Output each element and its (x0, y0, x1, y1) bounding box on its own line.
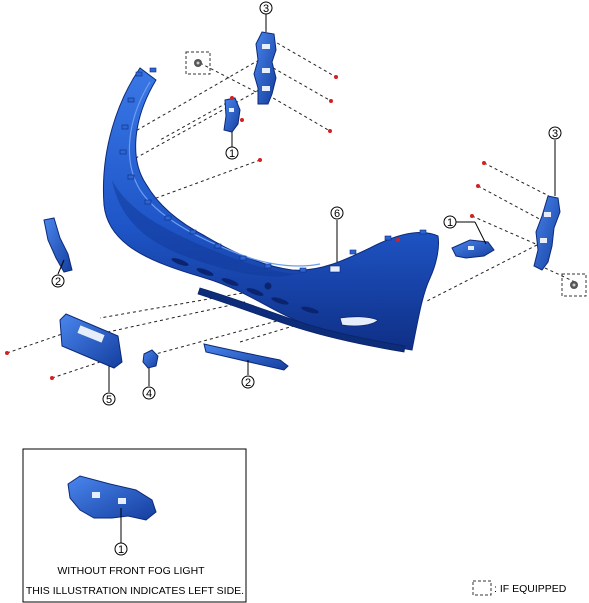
svg-text:2: 2 (245, 377, 251, 389)
callout-3-right: 3 (548, 126, 562, 196)
inset-caption-line1: WITHOUT FRONT FOG LIGHT (57, 565, 205, 577)
callout-5: 5 (102, 366, 116, 406)
callout-2-bottom: 2 (241, 360, 255, 389)
upper-bracket-center (253, 31, 277, 105)
svg-text:3: 3 (263, 3, 269, 15)
svg-text:4: 4 (146, 388, 152, 400)
svg-text:3: 3 (552, 128, 558, 140)
callout-1-top: 1 (225, 132, 239, 160)
front-bumper-fascia (102, 67, 439, 353)
svg-text:6: 6 (334, 208, 340, 220)
fascia-mounting-tabs (119, 67, 427, 273)
svg-text:1: 1 (447, 217, 453, 229)
callout-3-top: 3 (259, 1, 273, 32)
clip-part-4 (142, 349, 159, 369)
inset-caption-line2: THIS ILLUSTRATION INDICATES LEFT SIDE. (26, 585, 244, 597)
svg-text:1: 1 (118, 544, 124, 556)
fascia-grille-slots (171, 258, 319, 314)
svg-text:2: 2 (55, 276, 61, 288)
callout-1-right: 1 (443, 215, 487, 245)
legend-if-equipped: : IF EQUIPPED (472, 580, 567, 596)
callout-1-inset: 1 (114, 508, 128, 556)
inset-panel: 1 WITHOUT FRONT FOG LIGHT THIS ILLUSTRAT… (22, 448, 247, 603)
svg-text:5: 5 (106, 394, 112, 406)
svg-text:1: 1 (229, 148, 235, 160)
license-plate-bracket (59, 313, 123, 369)
lower-bracket-left (43, 217, 73, 273)
upper-bracket-right (533, 195, 561, 271)
if-equipped-box-right (561, 273, 587, 297)
callout-6: 6 (330, 206, 344, 262)
callout-2-left: 2 (51, 259, 65, 288)
lower-bracket-strip (203, 343, 289, 371)
side-bracket-small-top (223, 97, 241, 133)
callout-4: 4 (142, 368, 156, 400)
inset-bracket (67, 475, 157, 521)
legend-label: : IF EQUIPPED (494, 583, 567, 595)
side-bracket-small-right (451, 239, 495, 259)
if-equipped-box-top (185, 51, 211, 75)
